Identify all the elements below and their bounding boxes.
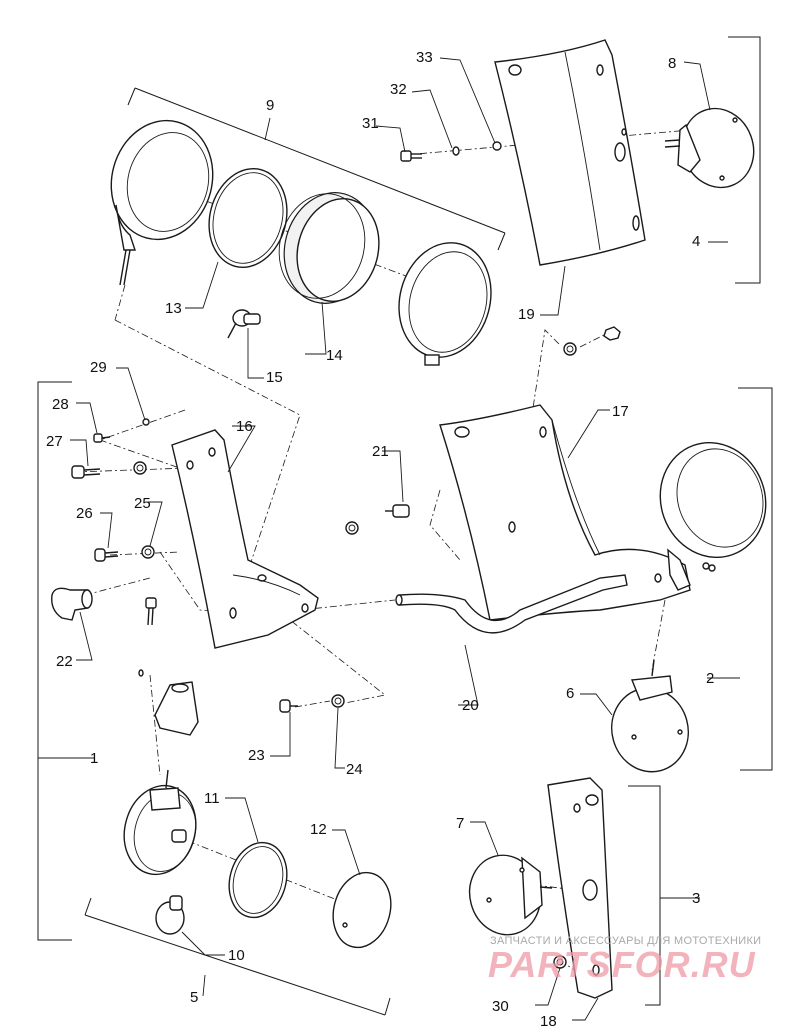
- clamp-22: [51, 587, 93, 621]
- callout-16: 16: [236, 418, 253, 435]
- headlight-housing-9: [110, 119, 214, 286]
- mounting-plate-19: [494, 39, 646, 266]
- callout-21: 21: [372, 443, 389, 460]
- callout-29: 29: [90, 359, 107, 376]
- bolt-21: [385, 504, 410, 518]
- washer-upper-right: [563, 326, 621, 356]
- watermark-tagline: ЗАПЧАСТИ И АКСЕССУАРЫ ДЛЯ МОТОТЕХНИКИ: [490, 935, 762, 947]
- nut-30: [553, 955, 567, 969]
- lamp-housing-5: [123, 769, 197, 876]
- callout-11: 11: [204, 790, 220, 807]
- seal-ring-13: [208, 168, 288, 268]
- washer-32: [452, 146, 460, 156]
- trim-ring: [398, 242, 492, 366]
- callout-8: 8: [668, 55, 676, 72]
- bolt-31: [400, 150, 422, 162]
- bolt-26: [94, 548, 119, 562]
- callout-17: 17: [612, 403, 629, 420]
- bulb-socket-15: [227, 309, 261, 339]
- turn-signal-8: [664, 107, 755, 189]
- callout-2: 2: [706, 670, 714, 687]
- washer-33: [492, 141, 502, 151]
- callout-15: 15: [266, 369, 283, 386]
- callout-5: 5: [190, 989, 198, 1006]
- callout-10: 10: [228, 947, 245, 964]
- bracket-group-1: [37, 381, 72, 941]
- callout-12: 12: [310, 821, 327, 838]
- bracket-16: [171, 429, 319, 649]
- callout-9: 9: [266, 97, 274, 114]
- callout-13: 13: [165, 300, 182, 317]
- lens-12: [332, 871, 392, 949]
- bracket-group-3: [628, 785, 661, 1006]
- callout-31: 31: [362, 115, 379, 132]
- washer-27: [133, 461, 147, 475]
- screw-23: [279, 699, 298, 713]
- bracket-group-2: [738, 387, 773, 771]
- callout-30: 30: [492, 998, 509, 1015]
- callout-20: 20: [462, 697, 479, 714]
- callout-24: 24: [346, 761, 363, 778]
- callout-25: 25: [134, 495, 151, 512]
- screw-28: [93, 433, 111, 443]
- bolt-vertical: [138, 597, 157, 677]
- callout-3: 3: [692, 890, 700, 907]
- callout-33: 33: [416, 49, 433, 66]
- bulb-10: [155, 895, 185, 935]
- washer-24: [331, 694, 345, 708]
- mount-block: [154, 681, 199, 736]
- callout-26: 26: [76, 505, 93, 522]
- callout-1: 1: [90, 750, 98, 767]
- handle-tube-20: [395, 574, 628, 634]
- callout-27: 27: [46, 433, 63, 450]
- callout-28: 28: [52, 396, 69, 413]
- leader-lines: [38, 57, 740, 1021]
- callout-19: 19: [518, 306, 535, 323]
- bracket-group-5: [84, 897, 391, 1016]
- headlight-lens-14: [278, 192, 380, 304]
- turn-signal-6: [611, 659, 689, 773]
- callout-32: 32: [390, 81, 407, 98]
- callout-14: 14: [326, 347, 343, 364]
- bracket-group-9: [127, 87, 506, 251]
- gasket-11: [228, 841, 288, 919]
- washer-25: [141, 545, 155, 559]
- callout-7: 7: [456, 815, 464, 832]
- washer-mid: [345, 521, 359, 535]
- callout-labels: 9 31 32 33 8 4 13 19 14 15 29 28 17 16 2…: [46, 49, 714, 1030]
- headlight-2: [659, 441, 767, 591]
- callout-6: 6: [566, 685, 574, 702]
- washer-29: [142, 418, 150, 426]
- watermark-brand: PARTSFOR.RU: [488, 944, 756, 985]
- bolt-27: [71, 465, 101, 479]
- plate-18: [547, 777, 613, 999]
- main-bracket-17: [439, 404, 691, 621]
- turn-signal-7: [468, 854, 553, 936]
- callout-22: 22: [56, 653, 73, 670]
- callout-18: 18: [540, 1013, 557, 1030]
- bracket-group-4: [728, 36, 761, 284]
- callout-4: 4: [692, 233, 700, 250]
- callout-23: 23: [248, 747, 265, 764]
